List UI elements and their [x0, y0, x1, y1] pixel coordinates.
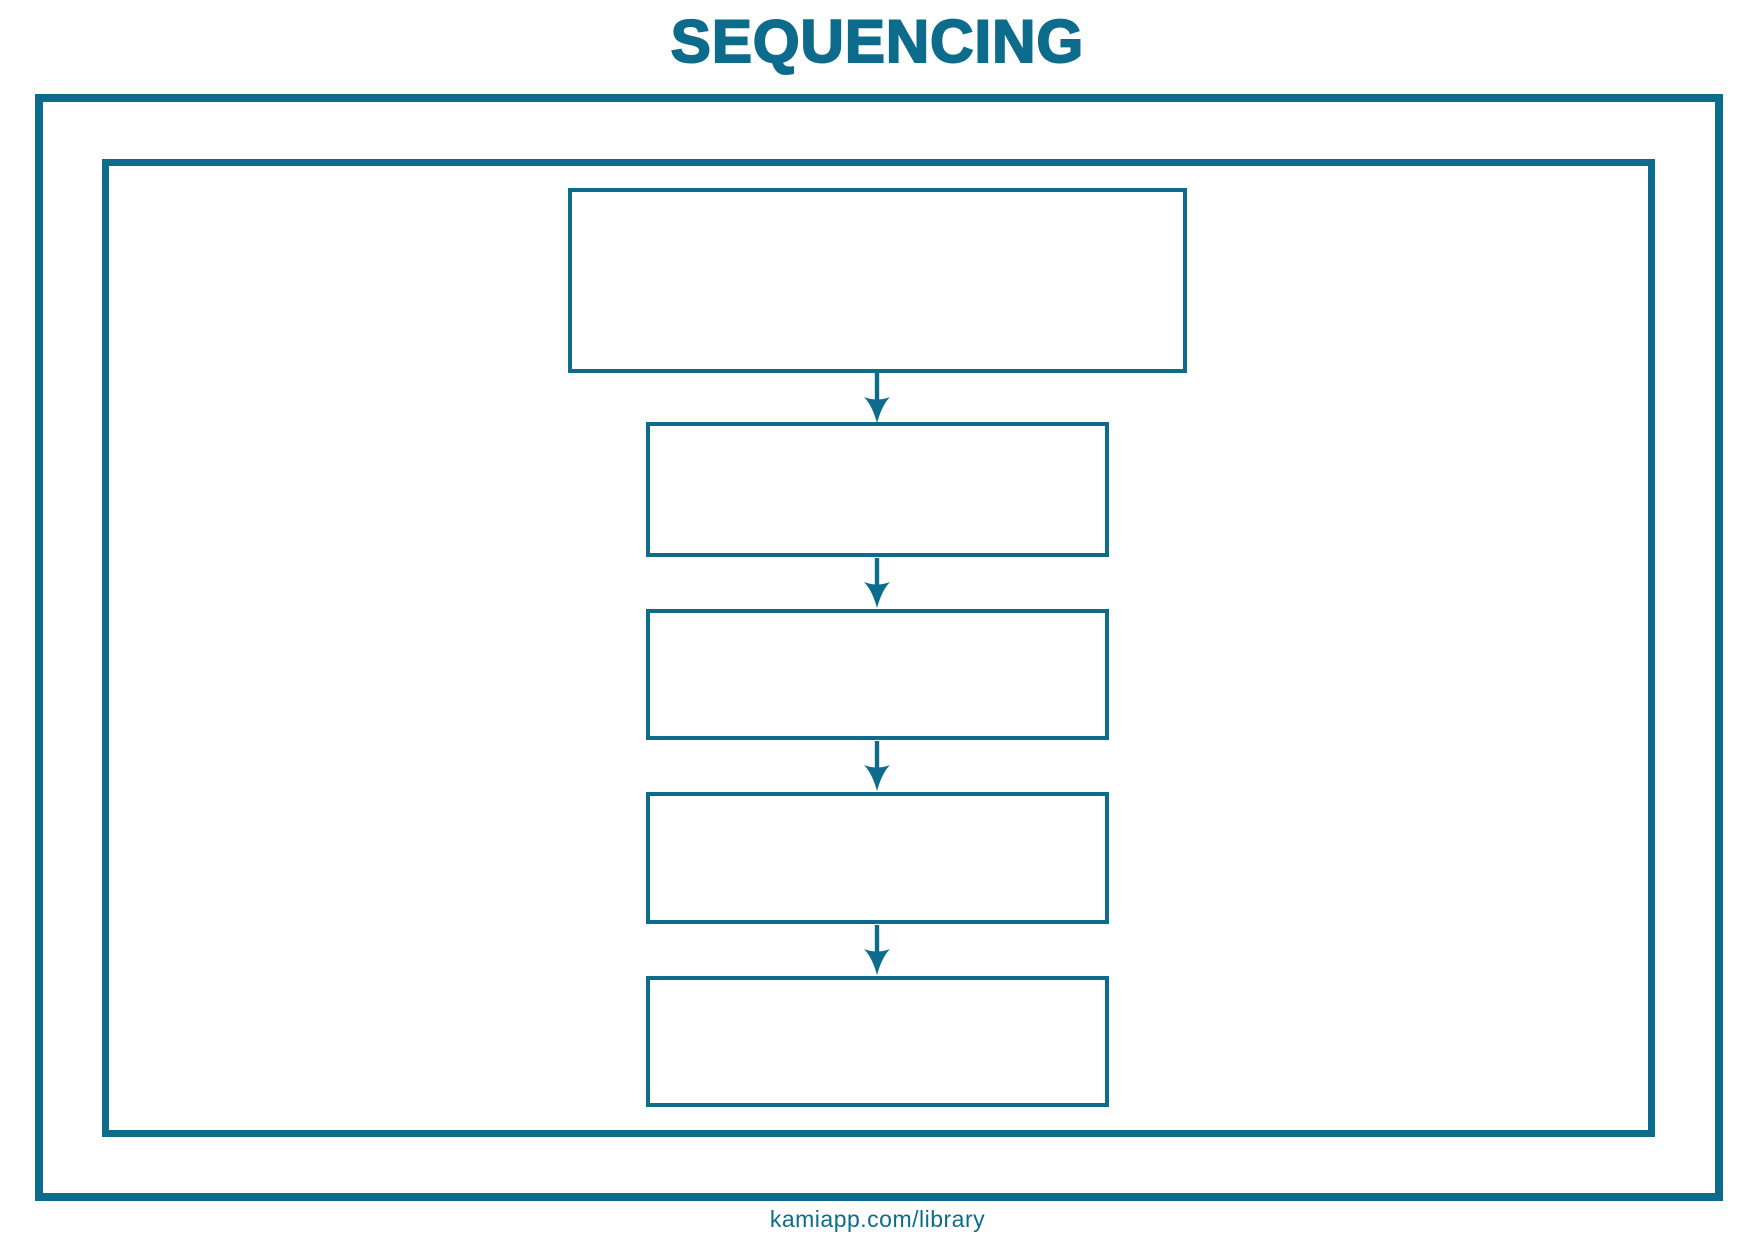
- sequence-box-4[interactable]: [646, 792, 1109, 924]
- sequence-box-1-label: [572, 192, 1183, 216]
- inner-border-frame: [102, 159, 1655, 1137]
- down-arrow-connector-3: [864, 741, 890, 791]
- page-title: SEQUENCING: [670, 8, 1085, 75]
- sequence-box-5[interactable]: [646, 976, 1109, 1107]
- sequence-box-2-label: [650, 426, 1105, 450]
- outer-border-frame: [35, 94, 1723, 1201]
- sequence-box-5-label: [650, 980, 1105, 1004]
- down-arrow-connector-1: [864, 373, 890, 423]
- sequence-box-3-label: [650, 613, 1105, 637]
- sequence-box-1[interactable]: [568, 188, 1187, 373]
- sequence-box-3[interactable]: [646, 609, 1109, 740]
- down-arrow-connector-4: [864, 925, 890, 975]
- footer-library-url: kamiapp.com/library: [769, 1206, 986, 1232]
- down-arrow-connector-2: [864, 558, 890, 608]
- sequence-box-4-label: [650, 796, 1105, 820]
- sequence-box-2[interactable]: [646, 422, 1109, 557]
